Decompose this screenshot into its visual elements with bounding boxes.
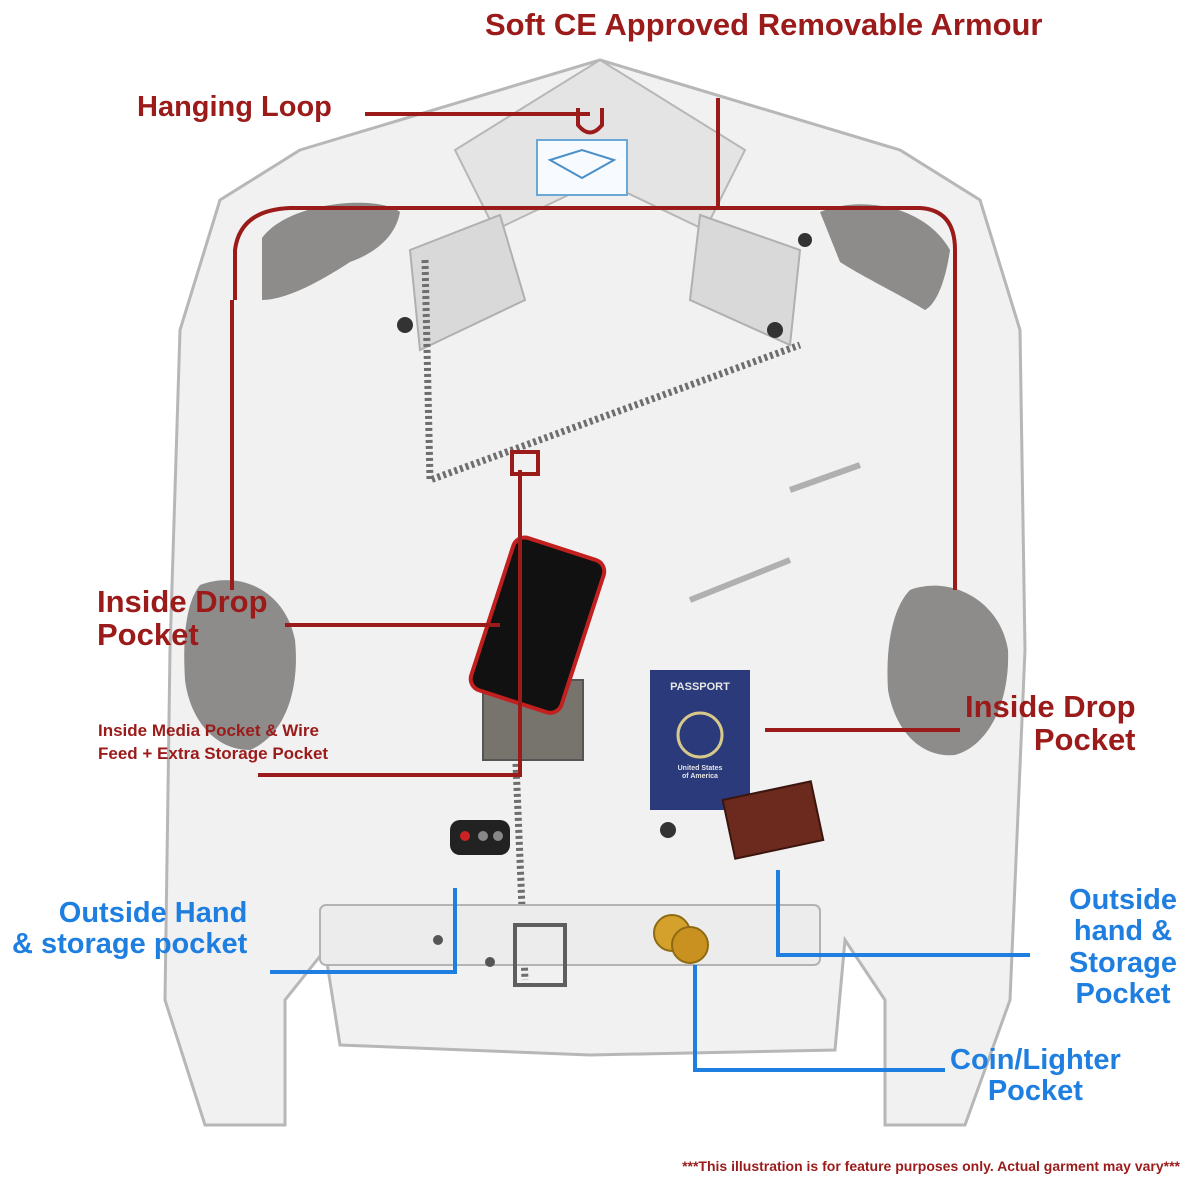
chest-pocket-zip [788,462,862,493]
key-fob-button [478,831,488,841]
armour-right-elbow [887,585,1009,756]
disclaimer: ***This illustration is for feature purp… [682,1158,1180,1174]
phone [468,535,607,715]
belt-hole [433,935,443,945]
media-pocket-leader [258,470,522,777]
coin-lighter-callout: Coin/Lighter Pocket [950,1044,1121,1108]
brand-label-emblem [547,148,617,180]
brand-label [536,139,628,196]
snap [767,322,783,338]
main-zipper [421,259,802,485]
media-pocket-callout: Inside Media Pocket & Wire Feed + Extra … [98,721,329,763]
armour-callout: Soft CE Approved Removable Armour [485,7,1043,42]
hanging-loop-marker [576,108,604,135]
blue-leader-lines [270,870,1030,1072]
wallet [721,780,825,860]
outside-hand-left-leader [270,888,457,974]
belt [319,904,821,966]
inside-drop-left-callout: Inside Drop Pocket [97,584,268,653]
armour-left-shoulder [262,202,400,300]
passport-issuer: United States of America [677,765,723,780]
chest-pocket-zip [688,557,792,603]
hanging-loop-callout: Hanging Loop [137,91,332,123]
key-fob-button [493,831,503,841]
outside-hand-left-callout: Outside Hand & storage pocket [12,897,248,961]
belt-buckle [513,923,567,987]
coin-pocket-leader [693,965,945,1072]
key-fob-button [460,831,470,841]
outside-hand-right-leader [776,870,1030,957]
red-leader-lines [230,98,960,777]
passport-seal [676,711,724,759]
right-lapel [688,213,802,347]
passport-title: PASSPORT [670,681,730,693]
belt-hole [485,957,495,967]
coin [671,926,709,964]
snap [798,233,812,247]
inside-drop-right-callout: Inside Drop Pocket [965,689,1136,758]
left-lapel [408,213,527,352]
passport [650,670,750,810]
media-wire-feed-marker [510,450,540,476]
snap [397,317,413,333]
outside-hand-right-callout: Outside hand & Storage Pocket [1069,884,1177,1010]
armour-shoulder-leader [233,206,957,590]
armour-right-shoulder [820,204,950,310]
snap [660,822,676,838]
armour-left-elbow [184,580,296,750]
